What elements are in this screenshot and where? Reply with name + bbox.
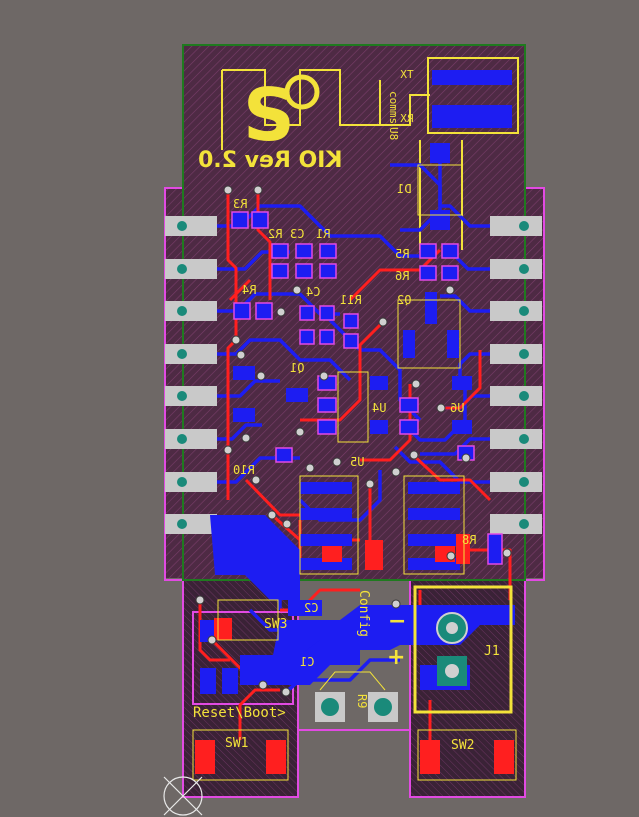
component-labels: TX comms RX U8 D1 R3 R2 C3 R1 R4 C4 R11 … (193, 68, 500, 753)
label-u6: U6 (450, 401, 464, 415)
label-j1: J1 (484, 644, 500, 659)
label-comms: comms (387, 91, 400, 124)
label-c1: C1 (300, 655, 314, 669)
ic-outlines (192, 164, 517, 781)
label-r2: R2 (268, 227, 282, 241)
label-plus: + (387, 645, 405, 670)
label-sw1: SW1 (225, 736, 248, 751)
r9-pads (315, 692, 398, 722)
vias (195, 185, 512, 697)
label-r1: R1 (316, 227, 330, 241)
label-config: Config (356, 590, 371, 637)
board-title: KIO Rev 2.0 (198, 148, 342, 173)
j1-connector (413, 585, 513, 714)
label-r3: R3 (233, 197, 247, 211)
logo: S (243, 73, 320, 157)
label-reset-boot: Reset\Boot> (193, 705, 286, 721)
smd-pads (195, 143, 514, 774)
label-rx: RX (400, 112, 414, 125)
label-r9: R9 (355, 694, 369, 708)
label-minus: − (388, 609, 406, 634)
label-sw3: SW3 (264, 617, 287, 632)
label-q2: Q2 (397, 293, 411, 307)
origin-marker-icon (163, 776, 203, 816)
label-q1: Q1 (290, 361, 304, 375)
edge-pads-left (165, 216, 217, 534)
label-u4: U4 (372, 401, 386, 415)
label-c4: C4 (306, 285, 320, 299)
edge-pads-right (490, 216, 542, 534)
label-r4: R4 (242, 283, 256, 297)
label-r8: R8 (462, 533, 476, 547)
label-r11: R11 (340, 293, 362, 307)
label-r5: R5 (395, 247, 409, 261)
label-c2: C2 (304, 601, 318, 615)
label-r6: R6 (395, 269, 409, 283)
label-u5: U5 (350, 455, 364, 469)
label-c3: C3 (290, 227, 304, 241)
label-u8: U8 (387, 127, 400, 140)
label-sw2: SW2 (451, 738, 474, 753)
label-d1: D1 (397, 182, 411, 196)
label-r10: R10 (233, 463, 255, 477)
svg-text:KIO Rev 2.0: KIO Rev 2.0 (198, 148, 342, 173)
label-tx: TX (400, 68, 414, 81)
